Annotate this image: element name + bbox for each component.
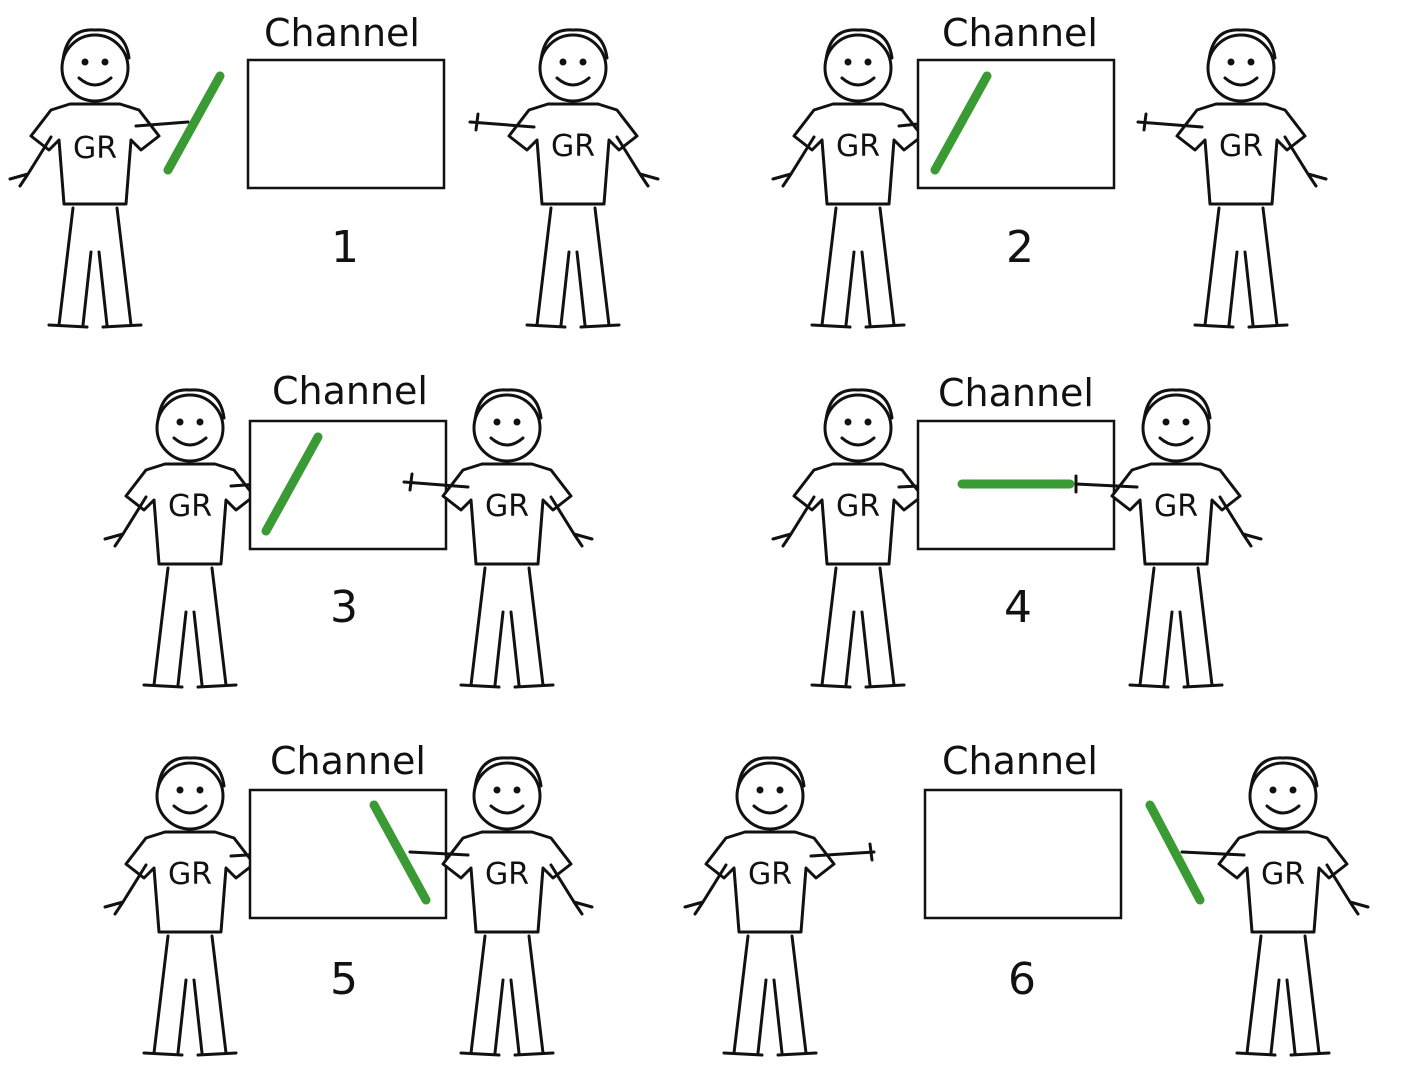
person-label: GR [168, 489, 212, 524]
person-label: GR [1154, 489, 1198, 524]
person-left: GR [10, 30, 188, 327]
step-number: 3 [330, 582, 358, 633]
step-number: 1 [331, 222, 359, 273]
channel-box [250, 790, 446, 918]
person-label: GR [73, 131, 117, 166]
person-right: GR [470, 30, 658, 327]
step-number: 5 [330, 954, 358, 1005]
person-label: GR [748, 857, 792, 892]
person-left: GR [685, 758, 874, 1055]
panel-1: GR Channel 1 GR [10, 11, 658, 327]
channel-label: Channel [942, 739, 1098, 783]
channel-box [250, 421, 446, 549]
person-label: GR [836, 129, 880, 164]
person-label: GR [485, 489, 529, 524]
step-number: 6 [1008, 954, 1036, 1005]
step-number: 2 [1006, 222, 1034, 273]
person-label: GR [485, 857, 529, 892]
channel-label: Channel [264, 11, 420, 55]
person-right: GR [1138, 30, 1326, 327]
panel-3: GR Channel 3 GR [105, 369, 592, 687]
person-label: GR [551, 129, 595, 164]
panel-5: GR Channel 5 GR [105, 739, 592, 1055]
channel-label: Channel [272, 369, 428, 413]
panel-4: GR Channel 4 GR [773, 371, 1261, 687]
channel-label: Channel [938, 371, 1094, 415]
person-label: GR [1261, 857, 1305, 892]
step-number: 4 [1004, 582, 1032, 633]
channel-label: Channel [270, 739, 426, 783]
person-right: GR [1182, 758, 1368, 1055]
channel-box [248, 60, 444, 188]
panel-2: GR Channel 2 GR [773, 11, 1326, 327]
channel-label: Channel [942, 11, 1098, 55]
channel-box [918, 60, 1114, 188]
person-label: GR [1219, 129, 1263, 164]
person-label: GR [168, 857, 212, 892]
panel-6: GR Channel 6 GR [685, 739, 1368, 1055]
person-label: GR [836, 489, 880, 524]
channel-box [925, 790, 1121, 918]
